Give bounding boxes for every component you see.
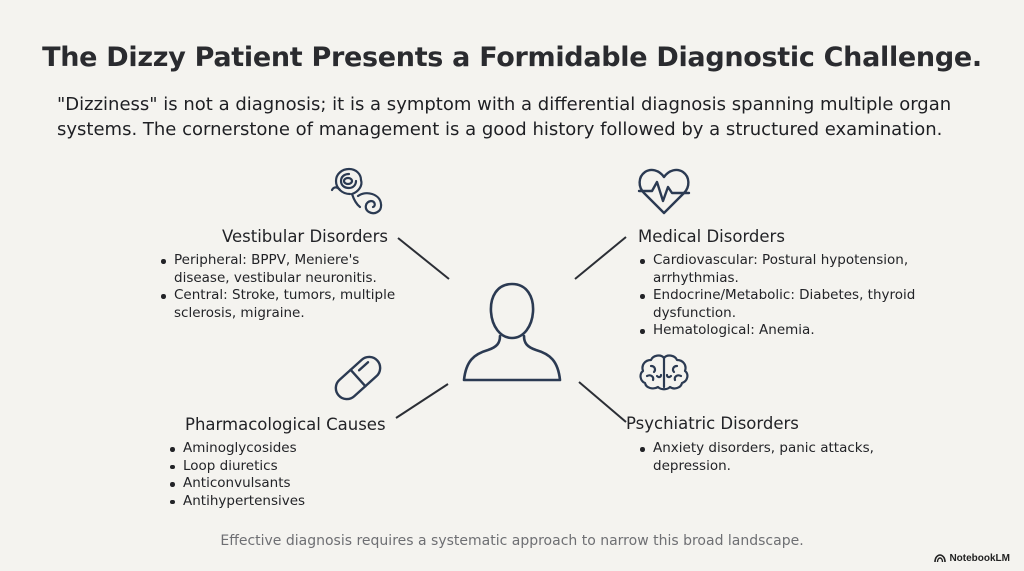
inner-ear-icon <box>328 166 386 216</box>
notebooklm-logo-icon <box>934 554 947 563</box>
list-item: Loop diuretics <box>166 458 396 476</box>
vestibular-title: Vestibular Disorders <box>222 227 388 246</box>
list-item: Endocrine/Metabolic: Diabetes, thyroid d… <box>636 287 926 322</box>
medical-list: Cardiovascular: Postural hypotension, ar… <box>636 252 926 340</box>
list-item: Anticonvulsants <box>166 475 396 493</box>
heartbeat-icon <box>636 165 692 217</box>
medical-title: Medical Disorders <box>638 227 785 246</box>
vestibular-list: Peripheral: BPPV, Meniere's disease, ves… <box>157 252 407 322</box>
brand-label: NotebookLM <box>949 553 1010 564</box>
connector-vestibular <box>397 237 450 280</box>
list-item: Hematological: Anemia. <box>636 322 926 340</box>
list-item: Anxiety disorders, panic attacks, depres… <box>636 440 886 475</box>
patient-silhouette-icon <box>460 281 564 383</box>
footer-note: Effective diagnosis requires a systemati… <box>220 533 804 549</box>
page-title: The Dizzy Patient Presents a Formidable … <box>42 42 982 73</box>
page-subtitle: "Dizziness" is not a diagnosis; it is a … <box>57 94 952 140</box>
capsule-icon <box>330 352 386 404</box>
brain-icon <box>637 352 691 392</box>
connector-medical <box>574 236 627 280</box>
list-item: Central: Stroke, tumors, multiple sclero… <box>157 287 407 322</box>
connector-pharmacological <box>395 383 449 419</box>
list-item: Cardiovascular: Postural hypotension, ar… <box>636 252 926 287</box>
list-item: Antihypertensives <box>166 493 396 511</box>
brand-logo: NotebookLM <box>934 553 1010 564</box>
pharmacological-title: Pharmacological Causes <box>185 415 386 434</box>
psychiatric-list: Anxiety disorders, panic attacks, depres… <box>636 440 886 475</box>
list-item: Aminoglycosides <box>166 440 396 458</box>
list-item: Peripheral: BPPV, Meniere's disease, ves… <box>157 252 407 287</box>
pharmacological-list: Aminoglycosides Loop diuretics Anticonvu… <box>166 440 396 510</box>
psychiatric-title: Psychiatric Disorders <box>626 414 799 433</box>
connector-psychiatric <box>578 381 627 423</box>
